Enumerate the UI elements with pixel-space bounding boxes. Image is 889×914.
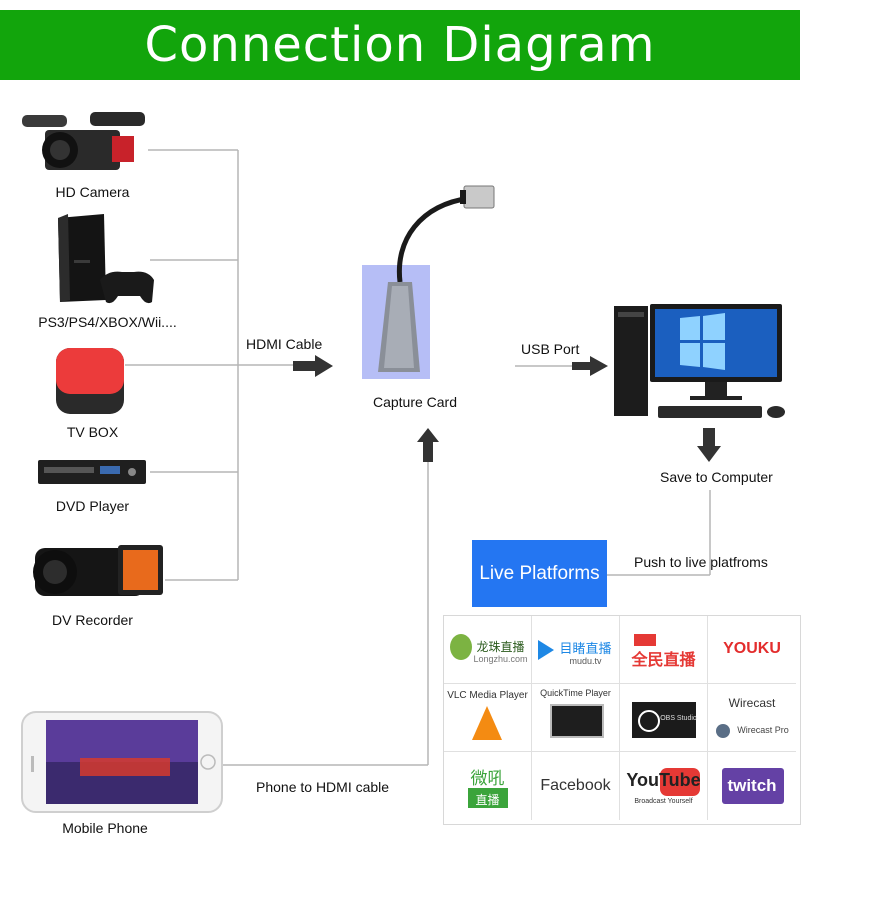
- capture-card-label: Capture Card: [372, 394, 458, 410]
- arrow-hdmi: [293, 355, 333, 377]
- platform-youtube: YouTube Broadcast Yourself: [620, 752, 708, 820]
- platform-mudu: 目睹直播 mudu.tv: [532, 616, 620, 684]
- camcorder-icon: [33, 545, 163, 596]
- platform-twitch: twitch: [708, 752, 796, 820]
- video-camera-icon: [22, 112, 145, 170]
- arrow-save: [697, 428, 721, 462]
- platform-obs: OBS Studio: [620, 684, 708, 752]
- game-console-icon: [58, 214, 154, 304]
- quanmin-icon: [634, 634, 656, 646]
- device-label-tv-box: TV BOX: [66, 424, 119, 440]
- hdmi-cable-label: HDMI Cable: [246, 336, 323, 352]
- wirecast-icon: [716, 724, 730, 738]
- platform-facebook: Facebook: [532, 752, 620, 820]
- save-to-computer-label: Save to Computer: [660, 469, 773, 485]
- device-label-game-console: PS3/PS4/XBOX/Wii....: [38, 314, 177, 330]
- platform-grid: 龙珠直播 Longzhu.com 目睹直播 mudu.tv 全民直播 YOUKU…: [443, 615, 801, 825]
- platform-longzhu: 龙珠直播 Longzhu.com: [444, 616, 532, 684]
- device-label-dv-recorder: DV Recorder: [52, 612, 133, 628]
- dvd-player-icon: [38, 460, 146, 484]
- arrow-phone: [417, 428, 439, 462]
- longzhu-icon: [450, 634, 472, 660]
- platform-vlc: VLC Media Player: [444, 684, 532, 752]
- platform-quanmin: 全民直播: [620, 616, 708, 684]
- platform-wirecast: Wirecast Wirecast Pro: [708, 684, 796, 752]
- mobile-phone-label: Mobile Phone: [62, 820, 148, 836]
- twitch-icon: [722, 768, 784, 804]
- push-live-label: Push to live platfroms: [634, 554, 768, 570]
- capture-card-icon: [362, 185, 495, 379]
- platform-youku: YOUKU: [708, 616, 796, 684]
- vlc-icon: [472, 706, 502, 740]
- platform-quicktime: QuickTime Player: [532, 684, 620, 752]
- phone-cable-label: Phone to HDMI cable: [256, 779, 390, 795]
- youtube-icon: [660, 768, 700, 796]
- usb-port-label: USB Port: [521, 341, 580, 357]
- quicktime-icon: [550, 704, 604, 738]
- mudu-icon: [538, 640, 554, 660]
- device-label-hd-camera: HD Camera: [55, 184, 130, 200]
- live-platforms-box: Live Platforms: [472, 540, 607, 607]
- platform-vhall: 微吼 直播: [444, 752, 532, 820]
- page-title: Connection Diagram: [0, 10, 800, 80]
- mobile-phone-icon: [21, 711, 223, 813]
- device-label-dvd-player: DVD Player: [55, 498, 130, 514]
- vhall-icon: [468, 788, 508, 808]
- tv-box-icon: [56, 348, 124, 414]
- arrow-usb: [572, 356, 608, 376]
- computer-icon: [614, 304, 785, 418]
